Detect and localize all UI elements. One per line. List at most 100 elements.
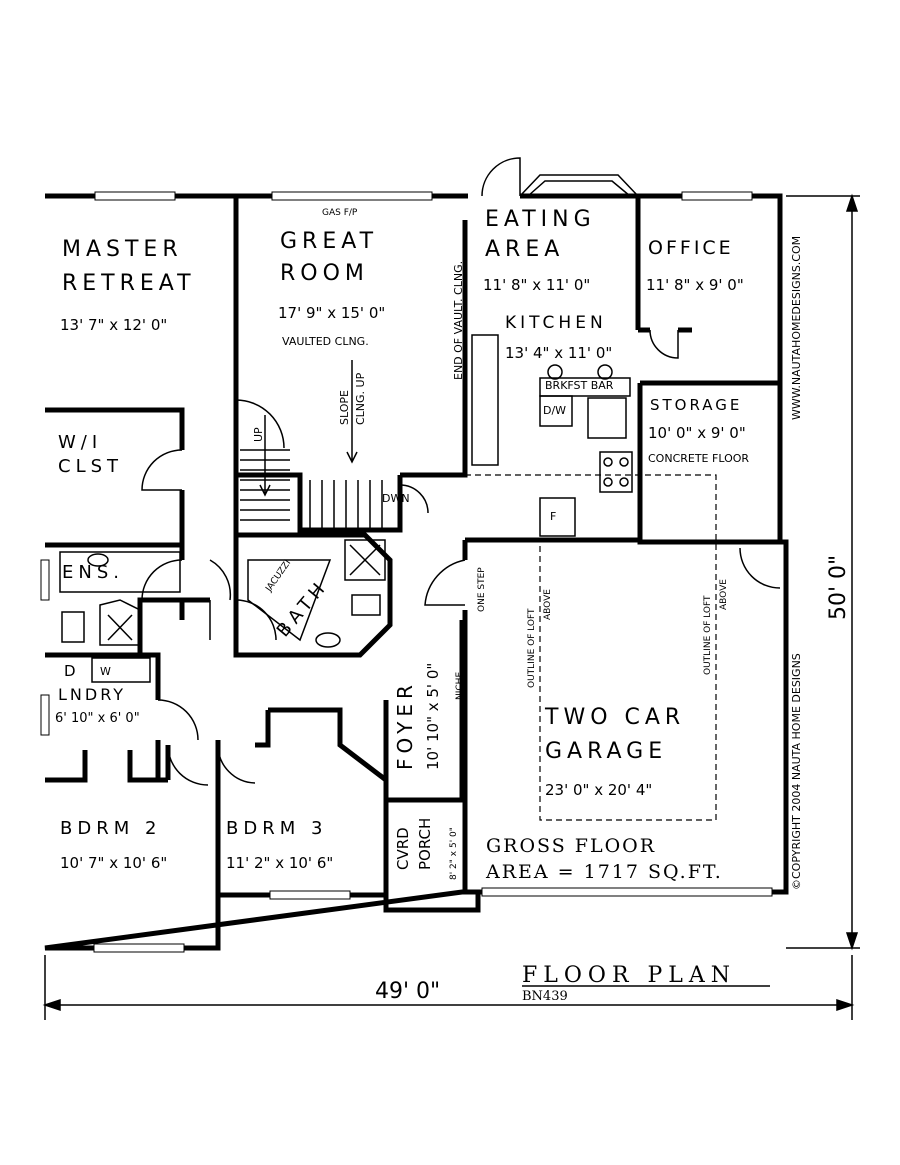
window: [269, 890, 351, 900]
wall-foyer: [383, 620, 465, 803]
window: [94, 191, 176, 201]
loft-left-line2: ABOVE: [543, 589, 553, 620]
title-block: FLOOR PLAN BN439: [522, 963, 770, 1004]
bdrm3-size: 11' 2" x 10' 6": [226, 854, 333, 872]
ens-name: ENS.: [62, 562, 124, 583]
height-dimension: 50' 0": [826, 555, 851, 620]
bdrm3-door: [217, 744, 256, 784]
window: [271, 191, 433, 201]
website-text: WWW.NAUTAHOMEDESIGNS.COM: [790, 236, 803, 420]
bay-window: [519, 174, 639, 197]
plan-code: BN439: [522, 989, 568, 1004]
stairs: [240, 360, 383, 530]
height-arrows: [845, 193, 859, 951]
niche-label: NICHE: [455, 672, 465, 700]
great-name2: ROOM: [280, 261, 369, 286]
wall-bdrm2: [45, 740, 221, 895]
gas-fireplace: GAS F/P: [322, 208, 358, 218]
plan-title: FLOOR PLAN: [522, 963, 736, 988]
wall-bdrm3: [255, 707, 389, 895]
burner: [619, 457, 629, 467]
width-dimension-line: [44, 955, 853, 1020]
laundry-washer: W: [100, 665, 111, 678]
laundry-door: [157, 699, 199, 741]
garage-name1: TWO CAR: [544, 705, 685, 730]
great-name1: GREAT: [280, 229, 378, 254]
width-arrows: [42, 998, 855, 1012]
end-vault-label: END OF VAULT. CLNG.: [452, 261, 465, 380]
laundry-appliances: [91, 657, 151, 683]
master-name1: MASTER: [62, 237, 183, 262]
wic-door: [141, 449, 183, 491]
down-label: DWN: [382, 492, 410, 505]
bdrm2-name: BDRM 2: [60, 818, 161, 839]
eating-name1: EATING: [485, 207, 596, 232]
sink: [587, 397, 627, 439]
wall-bath: [233, 532, 393, 658]
range: [599, 451, 633, 493]
slope-label1: SLOPE: [338, 390, 351, 425]
bath-shower: [344, 539, 386, 581]
window: [681, 191, 753, 201]
burner: [603, 477, 613, 487]
stair-arrow: [259, 415, 271, 497]
wall-office-storage: [638, 327, 780, 386]
porch-name1: CVRD: [394, 827, 412, 870]
slope-arrow: [346, 360, 358, 464]
office-name: OFFICE: [648, 237, 734, 259]
kitchen-size: 13' 4" x 11' 0": [505, 344, 612, 362]
height-dimension-line: [786, 195, 860, 949]
master-size: 13' 7" x 12' 0": [60, 316, 167, 334]
ens-door: [141, 559, 183, 601]
walls: [44, 193, 789, 951]
loft-right-line2: ABOVE: [719, 579, 729, 610]
wall-garage-top: [465, 537, 786, 545]
wall-wic: [45, 407, 185, 548]
bath-sink: [315, 632, 341, 648]
garage-name2: GARAGE: [545, 739, 667, 764]
kitchen-island: [471, 334, 499, 466]
wall-stair: [236, 472, 403, 533]
foyer-size: 10' 10" x 5' 0": [424, 663, 442, 770]
jacuzzi-label: JACUZZI: [264, 558, 294, 594]
ens-sink: [87, 553, 109, 567]
ens-door2: [209, 559, 232, 640]
fridge-label: F: [550, 510, 556, 523]
storage-name: STORAGE: [650, 396, 742, 414]
window: [93, 943, 185, 953]
width-dimension: 49' 0": [375, 979, 440, 1004]
bay-window-inner: [527, 180, 631, 197]
windows: [40, 174, 773, 953]
gross-floor-line1: GROSS FLOOR: [486, 835, 656, 857]
loft-outline: [400, 474, 717, 821]
bdrm3-name: BDRM 3: [226, 818, 327, 839]
storage-note: CONCRETE FLOOR: [648, 452, 749, 465]
foyer-name: FOYER: [393, 680, 417, 770]
breakfast-bar-label: BRKFST BAR: [545, 379, 614, 392]
dishwasher: [539, 395, 573, 427]
master-name2: RETREAT: [62, 271, 196, 296]
porch-size: 8' 2" x 5' 0": [449, 827, 459, 880]
office-size: 11' 8" x 9' 0": [646, 276, 744, 294]
bath-fixtures: [59, 539, 386, 683]
great-note: VAULTED CLNG.: [282, 335, 369, 348]
loft-right-line1: OUTLINE OF LOFT: [703, 595, 713, 675]
up-label: UP: [252, 427, 265, 442]
vanity: [59, 551, 181, 593]
eating-name2: AREA: [485, 237, 564, 262]
garage-side-door: [739, 547, 781, 589]
wic-name1: W/I: [58, 432, 102, 453]
eating-size: 11' 8" x 11' 0": [483, 276, 590, 294]
room-labels: MASTER RETREAT 13' 7" x 12' 0" GREAT ROO…: [55, 207, 803, 890]
storage-size: 10' 0" x 9' 0": [648, 424, 746, 442]
kitchen-name: KITCHEN: [505, 313, 607, 333]
ens-toilet: [61, 611, 85, 643]
bar-stool: [597, 364, 613, 380]
copyright-text: ©COPYRIGHT 2004 NAUTA HOME DESIGNS: [790, 653, 803, 890]
rear-door: [481, 157, 521, 197]
breakfast-bar: [539, 377, 631, 397]
porch-name2: PORCH: [416, 818, 434, 870]
ens-shower: [99, 599, 141, 646]
great-size: 17' 9" x 15' 0": [278, 304, 385, 322]
laundry-size: 6' 10" x 6' 0": [55, 711, 140, 726]
